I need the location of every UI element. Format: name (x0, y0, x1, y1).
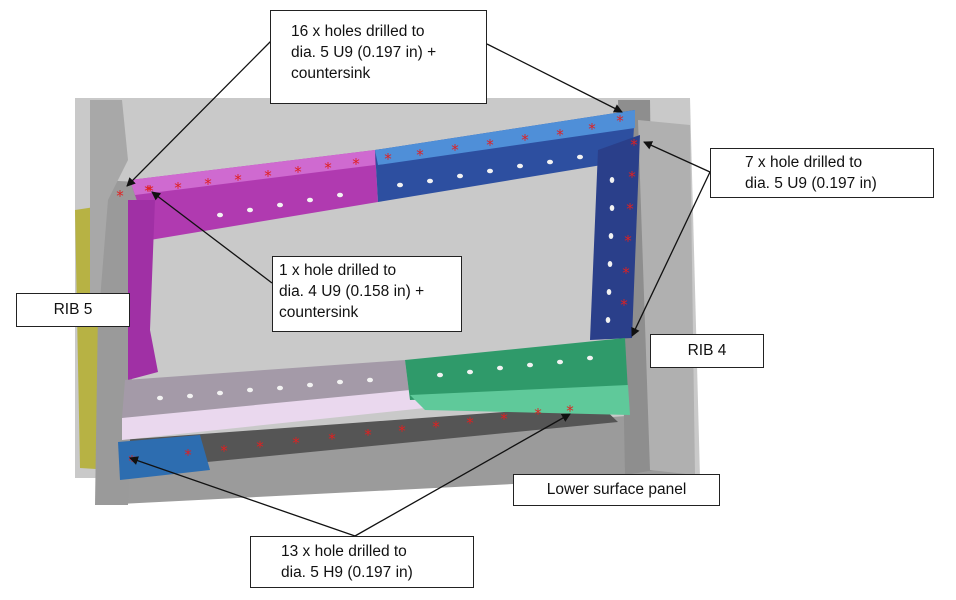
magenta-side (128, 200, 158, 380)
callout-line: 1 x hole drilled to (279, 262, 397, 279)
svg-text:*: * (292, 434, 300, 452)
callout-line: 16 x holes drilled to (291, 23, 425, 40)
label-rib-4: RIB 4 (650, 334, 764, 368)
svg-text:*: * (626, 200, 634, 218)
blue-side (590, 135, 640, 340)
callout-line: 13 x hole drilled to (281, 543, 407, 560)
callout-line: countersink (279, 304, 359, 321)
callout-line: countersink (291, 65, 371, 82)
svg-text:*: * (116, 187, 124, 205)
svg-text:*: * (466, 414, 474, 432)
svg-text:*: * (128, 452, 136, 470)
svg-text:*: * (500, 410, 508, 428)
svg-text:*: * (622, 264, 630, 282)
callout-line: 7 x hole drilled to (745, 154, 863, 171)
green-lower-flange (410, 385, 630, 415)
magenta-upper-angle-top (130, 150, 375, 195)
blue-upper-angle-top (375, 110, 635, 165)
callout-13-holes: 13 x hole drilled to dia. 5 H9 (0.197 in… (250, 536, 474, 588)
blue-lower-strip (118, 435, 210, 480)
svg-text:*: * (416, 146, 424, 164)
callout-7-holes: 7 x hole drilled to dia. 5 U9 (0.197 in) (710, 148, 934, 198)
svg-text:*: * (256, 438, 264, 456)
callout-line: dia. 5 H9 (0.197 in) (281, 564, 413, 581)
svg-text:*: * (184, 446, 192, 464)
drill-marks: * * * * * * * * * * * * * * * * * * * * * * * * * * * * * *… (116, 112, 638, 470)
callout-16-holes-countersink: 16 x holes drilled to dia. 5 U9 (0.197 i… (270, 10, 487, 104)
callout-line: dia. 5 U9 (0.197 in) (745, 175, 877, 192)
svg-text:*: * (220, 442, 228, 460)
svg-text:*: * (566, 402, 574, 420)
svg-text:*: * (204, 175, 212, 193)
callout-line: dia. 4 U9 (0.158 in) + (279, 283, 425, 300)
svg-text:*: * (234, 171, 242, 189)
callout-line: dia. 5 U9 (0.197 in) + (291, 44, 437, 61)
svg-text:*: * (451, 141, 459, 159)
svg-text:*: * (352, 155, 360, 173)
leader-lines (126, 39, 711, 537)
pilot-holes (157, 154, 615, 401)
rib-5-flange (90, 100, 128, 300)
svg-text:*: * (486, 136, 494, 154)
svg-text:*: * (324, 159, 332, 177)
svg-text:*: * (174, 179, 182, 197)
svg-text:*: * (521, 131, 529, 149)
svg-text:*: * (556, 126, 564, 144)
svg-text:*: * (264, 167, 272, 185)
label-lower-surface-panel: Lower surface panel (513, 474, 720, 506)
svg-text:*: * (628, 168, 636, 186)
green-lower-angle (405, 338, 628, 400)
svg-text:*: * (144, 182, 152, 200)
svg-text:*: * (616, 112, 624, 130)
svg-text:*: * (630, 136, 638, 154)
svg-text:*: * (384, 150, 392, 168)
callout-1-hole-countersink: 1 x hole drilled to dia. 4 U9 (0.158 in)… (272, 256, 462, 332)
svg-text:*: * (364, 426, 372, 444)
svg-text:*: * (534, 405, 542, 423)
label-rib-5: RIB 5 (16, 293, 130, 327)
svg-text:*: * (620, 296, 628, 314)
svg-text:*: * (328, 430, 336, 448)
rib-4-face (638, 120, 695, 475)
svg-text:*: * (432, 418, 440, 436)
lower-panel-dark-strip (120, 405, 618, 470)
svg-text:*: * (398, 422, 406, 440)
svg-text:*: * (294, 163, 302, 181)
pink-lower-flange (122, 390, 425, 440)
svg-text:*: * (146, 182, 154, 200)
svg-text:*: * (588, 120, 596, 138)
svg-text:*: * (624, 232, 632, 250)
